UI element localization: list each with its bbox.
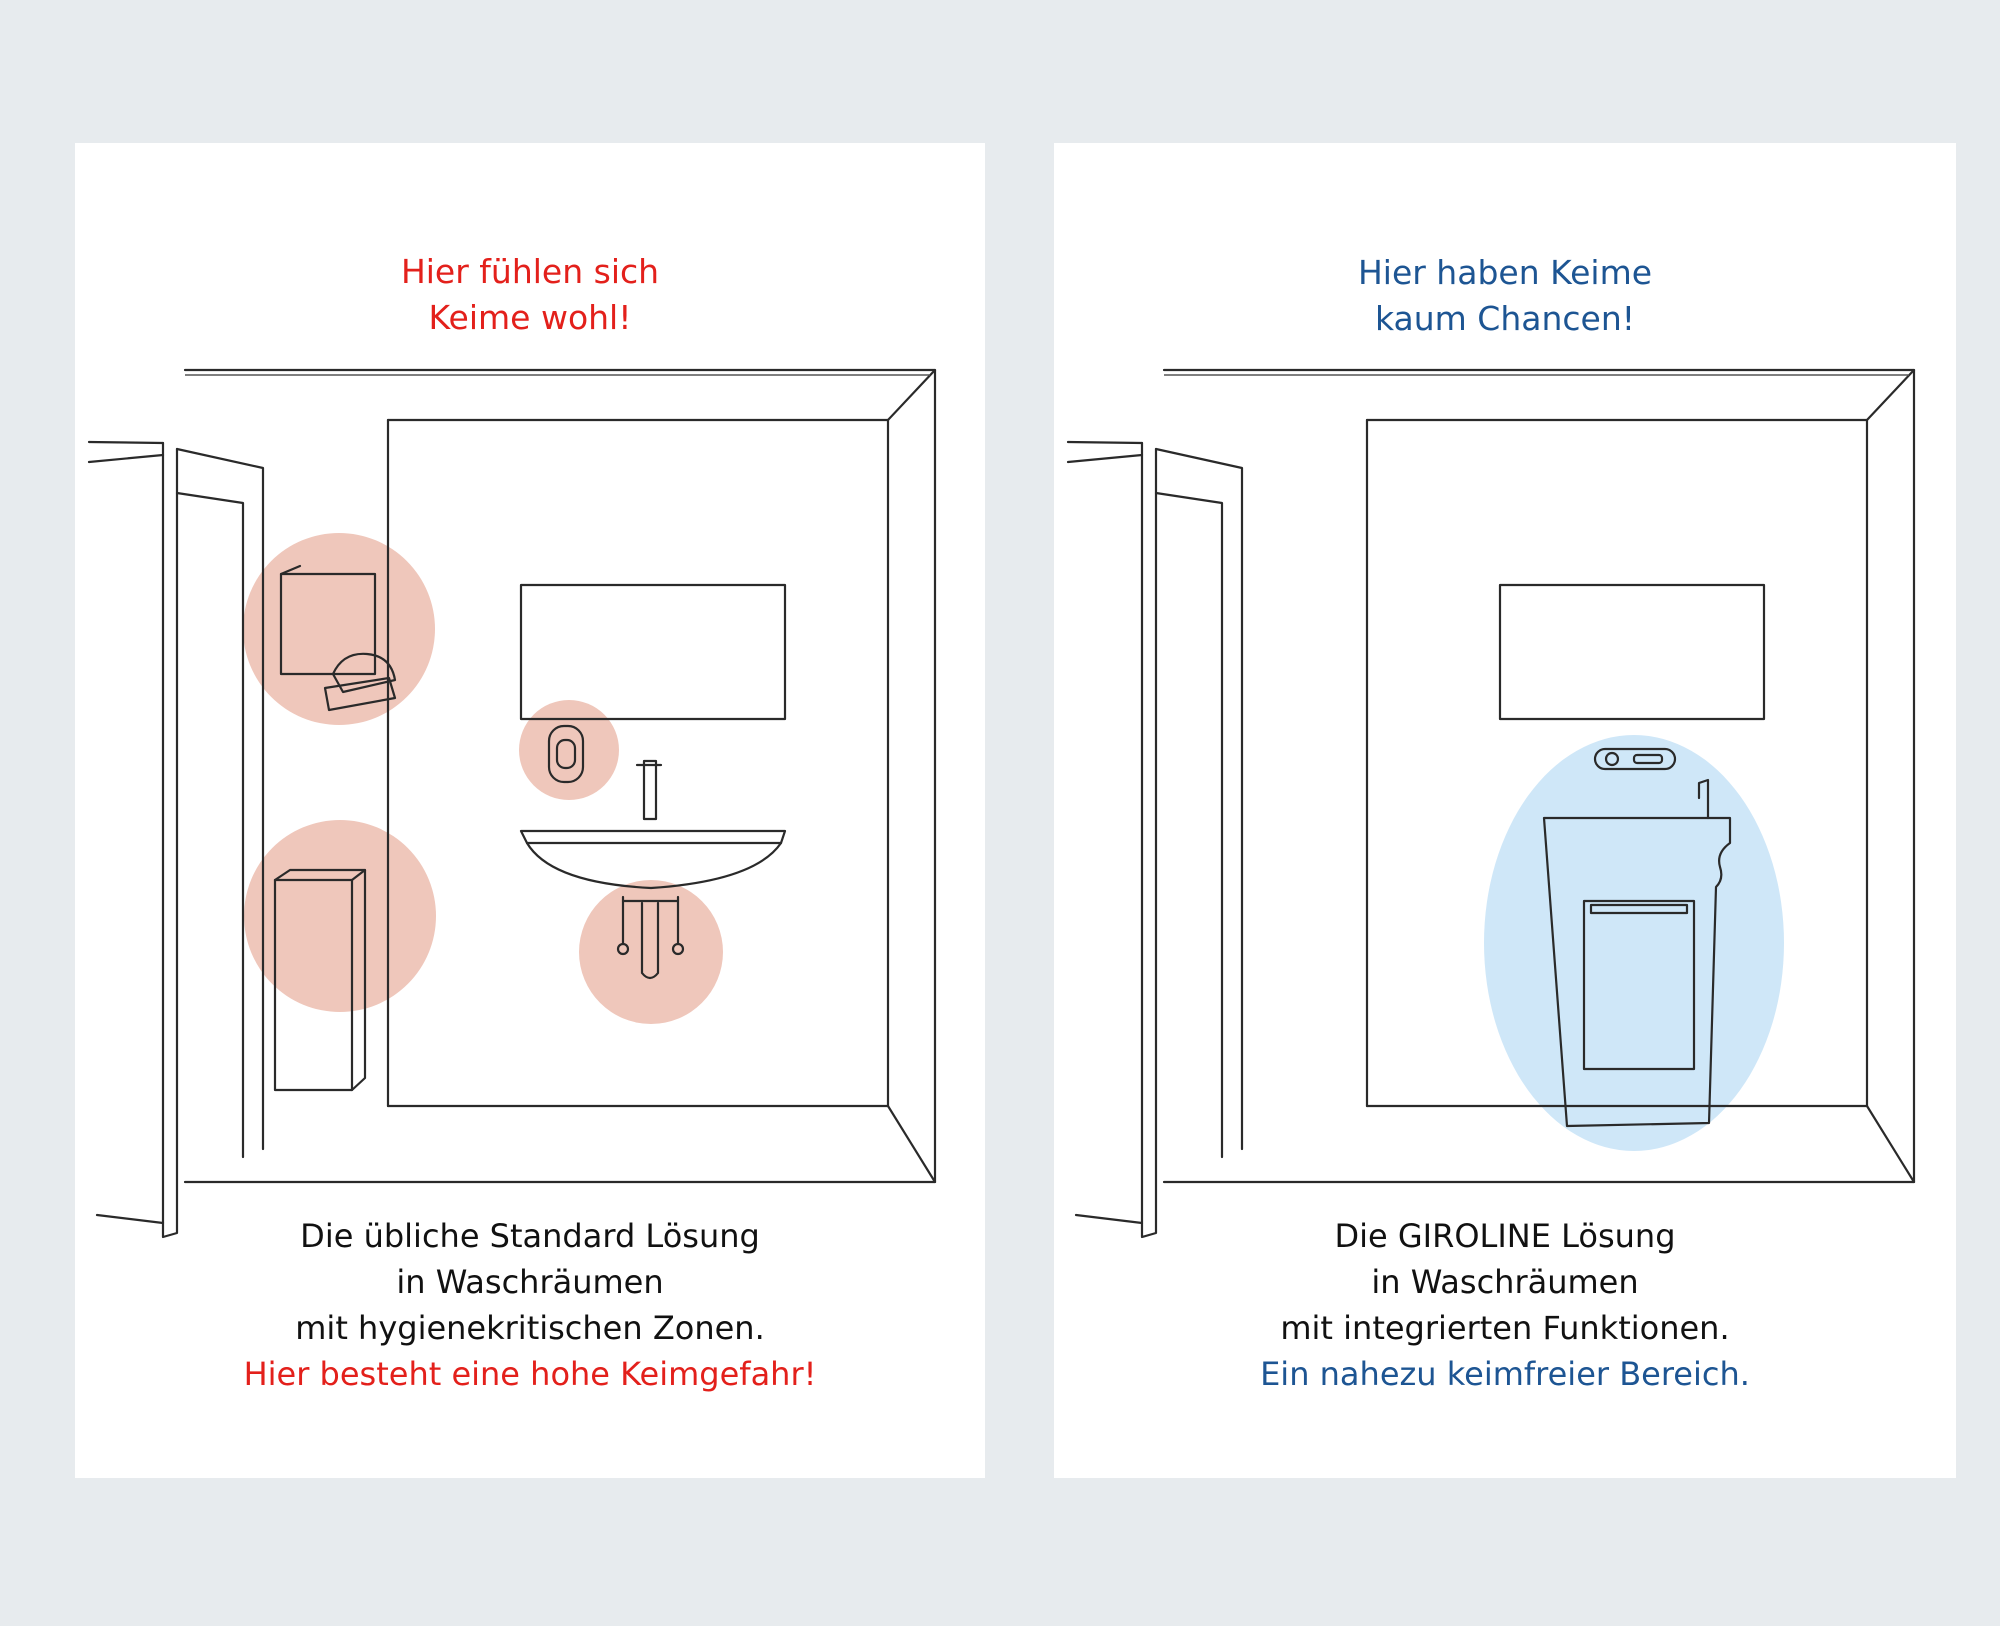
waste-bin-icon [273, 868, 367, 1092]
right-caption: Die GIROLINE Lösung in Waschräumen mit i… [1054, 1213, 1956, 1397]
right-note: Ein nahezu keimfreier Bereich. [1260, 1355, 1750, 1393]
germ-zone-towel-dispenser [243, 533, 435, 725]
soap-dispenser-icon [547, 724, 585, 784]
door-frame [87, 440, 265, 1239]
giroline-washing-unit-icon [1542, 778, 1732, 1128]
germ-zone-siphon [579, 880, 723, 1024]
right-caption-line-2: in Waschräumen [1371, 1263, 1639, 1301]
left-caption-line-1: Die übliche Standard Lösung [300, 1217, 760, 1255]
standard-solution-panel: Hier fühlen sich Keime wohl! [75, 143, 985, 1478]
siphon-icon [616, 895, 685, 980]
germ-zone-soap-dispenser [519, 700, 619, 800]
right-caption-line-3: mit integrierten Funktionen. [1280, 1309, 1730, 1347]
standard-washroom-illustration [87, 368, 937, 1239]
mirror-icon [1498, 583, 1766, 721]
giroline-solution-panel: Hier haben Keime kaum Chancen! [1054, 143, 1956, 1478]
germ-zone-waste-bin [244, 820, 436, 1012]
mirror-icon [519, 583, 787, 721]
room-outline [1162, 368, 1916, 1184]
germ-zones [243, 533, 723, 1024]
towel-dispenser-icon [279, 564, 397, 712]
left-caption: Die übliche Standard Lösung in Waschräum… [75, 1213, 985, 1397]
left-caption-line-3: mit hygienekritischen Zonen. [295, 1309, 765, 1347]
right-heading-line-2: kaum Chancen! [1375, 299, 1635, 338]
left-heading-line-2: Keime wohl! [428, 298, 632, 337]
giroline-washroom-illustration [1066, 368, 1916, 1239]
room-outline [183, 368, 937, 1184]
right-caption-line-1: Die GIROLINE Lösung [1334, 1217, 1676, 1255]
washbasin-icon [519, 759, 787, 890]
safe-zone [1484, 735, 1784, 1151]
door-frame [1066, 440, 1244, 1239]
right-heading-line-1: Hier haben Keime [1357, 253, 1653, 292]
right-heading: Hier haben Keime kaum Chancen! [1054, 250, 1956, 342]
left-heading-line-1: Hier fühlen sich [400, 252, 660, 291]
left-caption-line-2: in Waschräumen [396, 1263, 664, 1301]
sensor-panel-icon [1593, 747, 1677, 771]
left-heading: Hier fühlen sich Keime wohl! [75, 249, 985, 341]
left-warning: Hier besteht eine hohe Keimgefahr! [243, 1355, 817, 1393]
